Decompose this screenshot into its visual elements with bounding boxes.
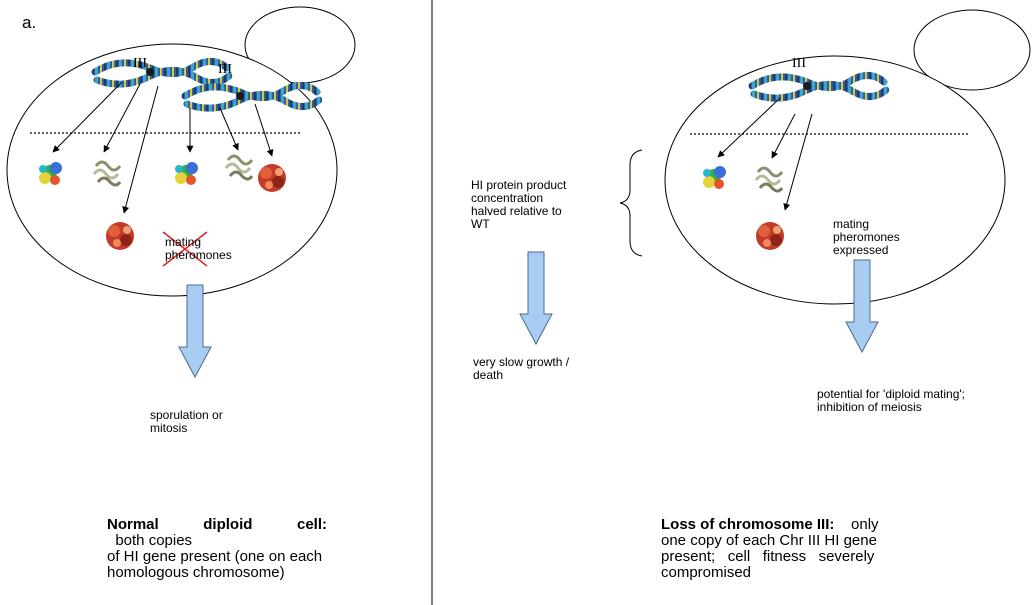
chromosome-label-right: III bbox=[792, 56, 806, 71]
right-label-line-1: mating bbox=[833, 217, 870, 231]
outcome-middle-line-1: very slow growth / bbox=[473, 355, 570, 369]
outcome-arrow-left bbox=[178, 284, 212, 378]
arrow-left-2 bbox=[103, 83, 141, 153]
arrow-left-3 bbox=[122, 85, 159, 214]
arrow-left-5 bbox=[219, 107, 239, 151]
arrow-left-6 bbox=[254, 103, 274, 157]
strike-line-2 bbox=[162, 231, 208, 267]
right-label-line-2: pheromones bbox=[833, 230, 900, 244]
bud-cell-right bbox=[913, 9, 1031, 91]
caption-right: Loss of chromosome III: only one copy of… bbox=[661, 517, 885, 581]
caption-right-line-3: present; cell fitness severely bbox=[661, 548, 875, 565]
arrow-right-3 bbox=[783, 113, 813, 211]
panel-letter: a. bbox=[22, 13, 37, 32]
outcome-right-line-1: potential for 'diploid mating'; bbox=[817, 387, 966, 401]
caption-right-line-2: one copy of each Chr III HI gene bbox=[661, 532, 877, 549]
outcome-right-line-2: inhibition of meiosis bbox=[817, 400, 922, 414]
protein-c-left-1 bbox=[106, 222, 134, 250]
caption-left-line-2: of HI gene present (one on each bbox=[107, 548, 323, 565]
arrow-right-2 bbox=[771, 113, 796, 159]
protein-c-right bbox=[756, 222, 784, 250]
outcome-arrow-middle bbox=[519, 251, 553, 345]
note-line-2: concentration bbox=[471, 191, 544, 205]
caption-right-line-1: only bbox=[834, 516, 879, 533]
caption-left-line-3: homologous chromosome) bbox=[107, 564, 285, 581]
outcome-left-line-2: mitosis bbox=[150, 421, 188, 435]
caption-left-line-1: both copies bbox=[107, 532, 193, 549]
outcome-middle-line-2: death bbox=[473, 368, 504, 382]
mother-cell-right bbox=[664, 55, 1006, 305]
caption-right-line-4: compromised bbox=[661, 564, 752, 581]
mother-cell-left bbox=[6, 43, 338, 297]
note-line-3: halved relative to bbox=[471, 204, 562, 218]
arrow-left-1 bbox=[52, 81, 123, 153]
chromosome-label-left-1: III bbox=[133, 56, 147, 71]
brace bbox=[619, 149, 643, 257]
chromosome-label-left-2: III bbox=[218, 62, 232, 77]
note-line-4: WT bbox=[471, 217, 490, 231]
right-label-line-3: expressed bbox=[833, 243, 889, 257]
protein-c-left-2 bbox=[258, 164, 286, 192]
arrow-right-1 bbox=[717, 97, 781, 158]
note-line-1: HI protein product bbox=[471, 178, 567, 192]
caption-left-bold: Normal diploid cell: bbox=[107, 516, 327, 533]
struck-label-line-2: pheromones bbox=[165, 248, 232, 262]
outcome-left-line-1: sporulation or bbox=[150, 408, 223, 422]
caption-right-bold: Loss of chromosome III: bbox=[661, 516, 835, 533]
struck-label-line-1: mating bbox=[165, 235, 202, 249]
caption-left: Normal diploid cell: both copies of HI g… bbox=[107, 517, 327, 581]
